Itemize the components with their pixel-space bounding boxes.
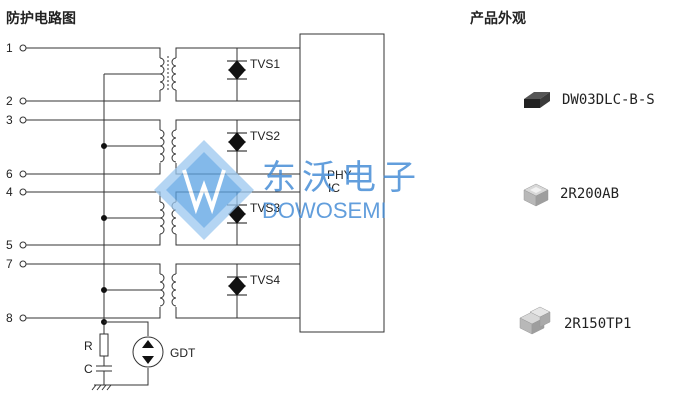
ic-label: IC — [328, 181, 340, 195]
pin-terminal — [19, 188, 27, 196]
circuit-title: 防护电路图 — [6, 11, 76, 27]
2r150tp1-package-icon — [519, 306, 551, 335]
tvs-label: TVS2 — [250, 129, 281, 143]
tvs-label: TVS1 — [250, 57, 281, 71]
transformer-4 — [159, 273, 177, 307]
product-title: 产品外观 — [470, 11, 526, 27]
pin-terminal — [19, 241, 27, 249]
pin-terminal — [19, 116, 27, 124]
pin-label: 5 — [6, 238, 13, 252]
tvs-4-symbol — [227, 276, 247, 296]
tvs-label: TVS4 — [250, 273, 281, 287]
phy-ic-box — [299, 33, 385, 333]
transformer-2 — [159, 129, 177, 163]
brand-name-en: DOWOSEMI — [262, 198, 387, 223]
pin-label: 4 — [6, 185, 13, 199]
tvs-2-symbol — [227, 132, 247, 152]
gdt-label: GDT — [170, 346, 196, 360]
2r200ab-package-icon — [523, 183, 549, 207]
transformer-1 — [159, 56, 177, 92]
pin-terminal — [19, 97, 27, 105]
tvs-label: TVS3 — [250, 201, 281, 215]
dw03dlc-package-icon — [524, 92, 550, 108]
tvs-1-symbol — [227, 60, 247, 80]
pin-label: 1 — [6, 41, 13, 55]
pin-label: 6 — [6, 167, 13, 181]
resistor-label: R — [84, 339, 93, 353]
product-name: DW03DLC-B-S — [562, 92, 655, 108]
capacitor-label: C — [84, 362, 93, 376]
pin-label: 3 — [6, 113, 13, 127]
pin-terminal — [19, 260, 27, 268]
gdt-symbol — [132, 336, 164, 368]
product-name: 2R150TP1 — [564, 316, 632, 332]
pin-label: 7 — [6, 257, 13, 271]
product-name: 2R200AB — [560, 186, 620, 202]
resistor — [99, 333, 109, 357]
phy-label: PHY — [327, 168, 352, 182]
pin-terminal — [19, 44, 27, 52]
dowosemi-logo-icon — [154, 140, 254, 240]
pin-terminal — [19, 170, 27, 178]
pin-terminal — [19, 314, 27, 322]
pin-label: 8 — [6, 311, 13, 325]
pin-label: 2 — [6, 94, 13, 108]
brand-name-cn: 东沃电子 — [262, 158, 422, 198]
